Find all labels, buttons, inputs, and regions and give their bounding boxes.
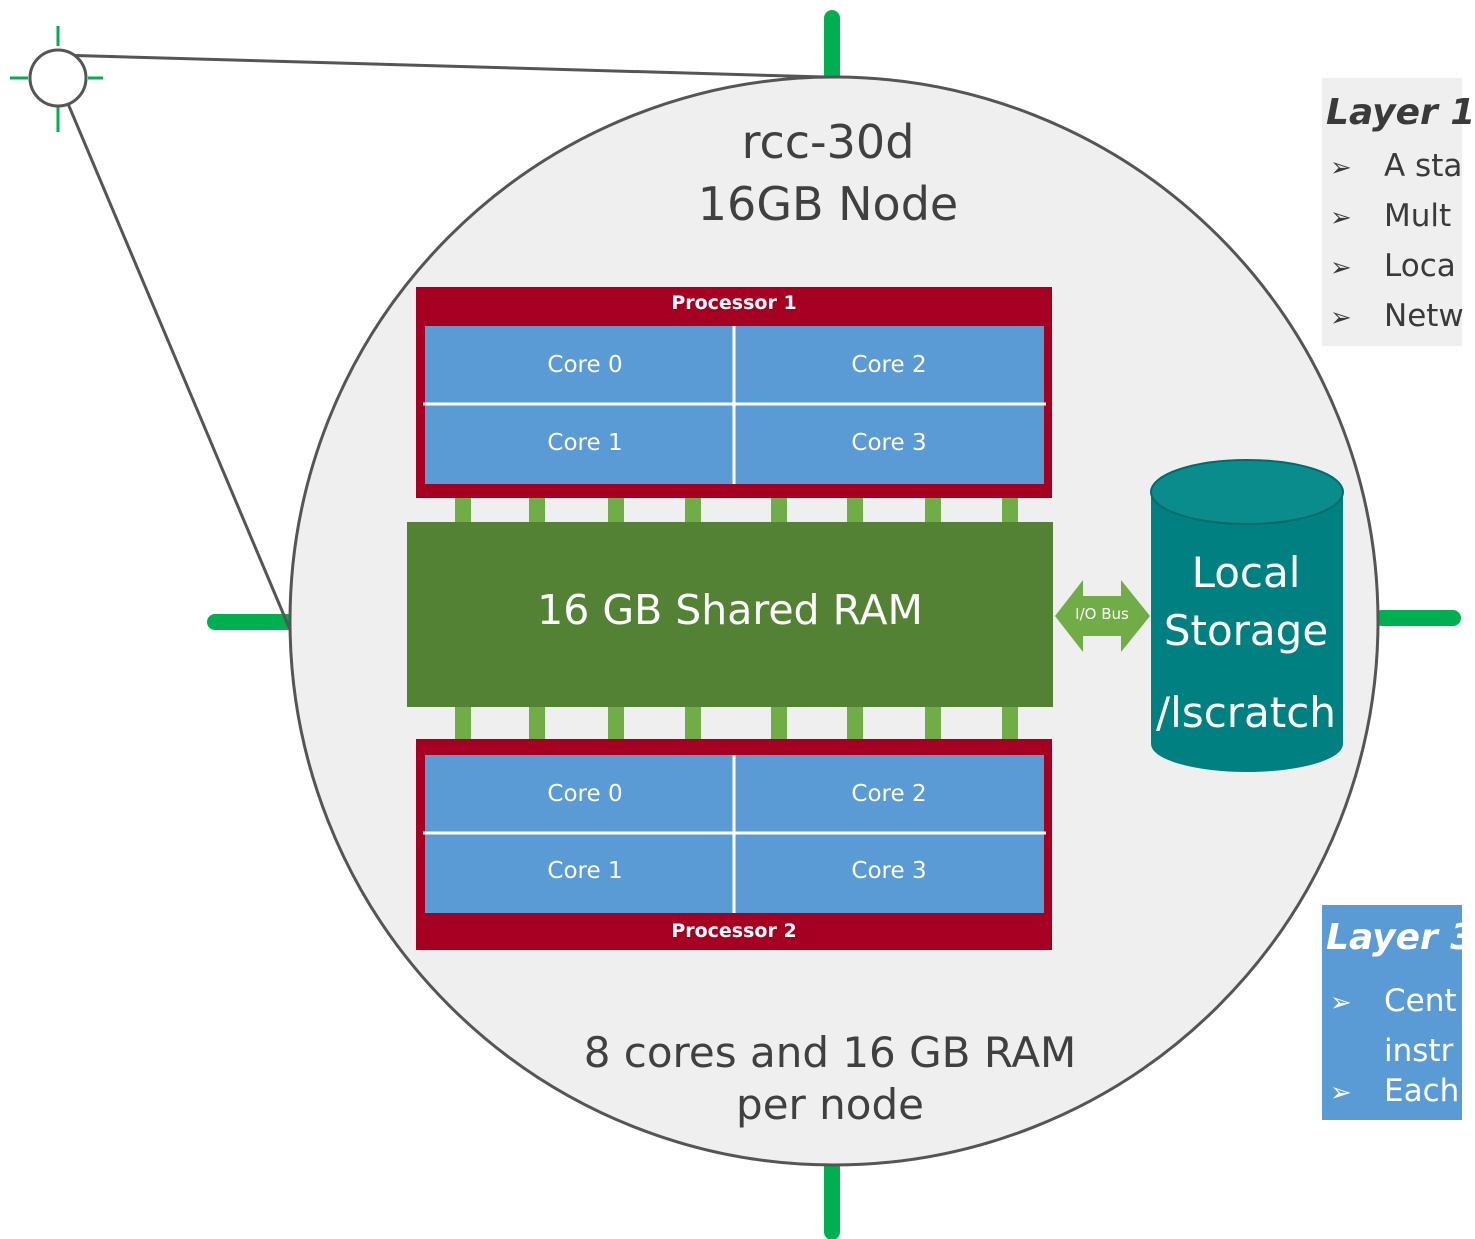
- processor-1-core-3: Core 3: [851, 430, 927, 456]
- processor-1-label: Processor 1: [671, 292, 797, 314]
- layer-1-title: Layer 1: [1326, 92, 1475, 133]
- storage-label-line2: Storage: [1163, 606, 1329, 655]
- layer-1-bullet: ➢Mult: [1330, 198, 1452, 234]
- node-summary-line2: per node: [736, 1080, 924, 1129]
- processor-2-core-3: Core 3: [851, 858, 927, 884]
- bullet-arrow-icon: ➢: [1330, 153, 1352, 183]
- processor-2-label: Processor 2: [671, 920, 797, 942]
- storage-path-label: /lscratch: [1156, 688, 1336, 737]
- layer-1-bullet: ➢Loca: [1330, 248, 1456, 284]
- zoom-origin-node-icon: [10, 26, 103, 132]
- bullet-arrow-icon: ➢: [1330, 253, 1352, 283]
- bullet-arrow-icon: ➢: [1330, 988, 1352, 1018]
- local-storage-cylinder-icon: [1150, 459, 1344, 772]
- io-bus-label: I/O Bus: [1075, 605, 1129, 623]
- node-name: rcc-30d: [741, 115, 915, 169]
- processor-2-core-1: Core 1: [547, 858, 623, 884]
- processor-1-core-0: Core 0: [547, 352, 623, 378]
- processor-2-core-2: Core 2: [851, 781, 927, 807]
- zoom-callout-line-bottom: [56, 79, 293, 633]
- node-type: 16GB Node: [697, 177, 959, 231]
- bullet-arrow-icon: ➢: [1330, 303, 1352, 333]
- layer-3-bullet: ➢Each: [1330, 1073, 1460, 1109]
- storage-label-line1: Local: [1191, 548, 1301, 597]
- layer-3-bullet: ➢Cent: [1330, 983, 1457, 1019]
- shared-ram-label: 16 GB Shared RAM: [537, 586, 923, 634]
- bullet-arrow-icon: ➢: [1330, 203, 1352, 233]
- layer-3-panel: Layer 3 ➢Cent instr ➢Each: [1322, 905, 1475, 1120]
- layer-3-title: Layer 3: [1326, 917, 1475, 958]
- layer-1-panel: Layer 1 ➢A sta ➢Mult ➢Loca ➢Netw: [1322, 78, 1475, 346]
- layer-1-bullet: ➢Netw: [1330, 298, 1464, 334]
- processor-1-core-2: Core 2: [851, 352, 927, 378]
- bullet-arrow-icon: ➢: [1330, 1078, 1352, 1108]
- memory-bus-pins-top: [455, 498, 1018, 522]
- memory-bus-pins-bottom: [455, 707, 1018, 739]
- processor-1-block: [416, 287, 1052, 498]
- io-bus-arrow-icon: [1055, 580, 1150, 652]
- layer-1-bullet: ➢A sta: [1330, 148, 1463, 184]
- zoom-callout-line-top: [57, 53, 826, 79]
- processor-2-core-0: Core 0: [547, 781, 623, 807]
- node-summary-line1: 8 cores and 16 GB RAM: [583, 1028, 1077, 1077]
- shared-ram-block: [407, 522, 1053, 707]
- processor-1-core-1: Core 1: [547, 430, 623, 456]
- processor-2-block: [416, 739, 1052, 950]
- layer-3-bullet-continuation: instr: [1384, 1033, 1454, 1069]
